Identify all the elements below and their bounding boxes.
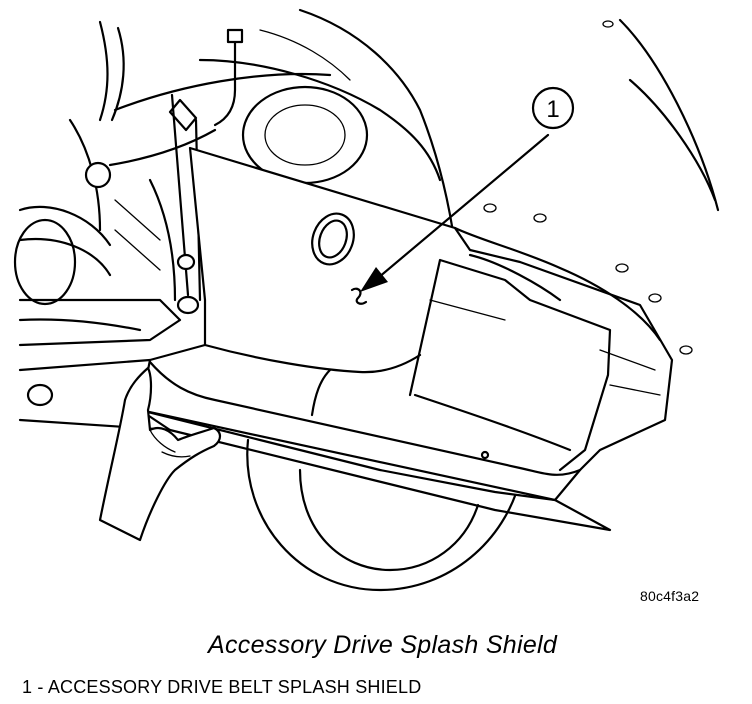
callout-1: 1	[531, 86, 575, 130]
front-tire	[246, 438, 522, 592]
accessory-drive-splash-shield	[138, 146, 674, 532]
hands	[98, 366, 222, 542]
legend-item: 1 - ACCESSORY DRIVE BELT SPLASH SHIELD	[22, 677, 422, 697]
figure-code: 80c4f3a2	[640, 588, 700, 604]
callout-leader-1	[360, 133, 550, 292]
fender-wheelwell	[113, 8, 720, 247]
callout-number: 1	[546, 96, 559, 123]
fender-holes	[483, 20, 693, 355]
figure-caption: Accessory Drive Splash Shield	[208, 631, 558, 659]
diagram-illustration: 1	[13, 8, 720, 592]
